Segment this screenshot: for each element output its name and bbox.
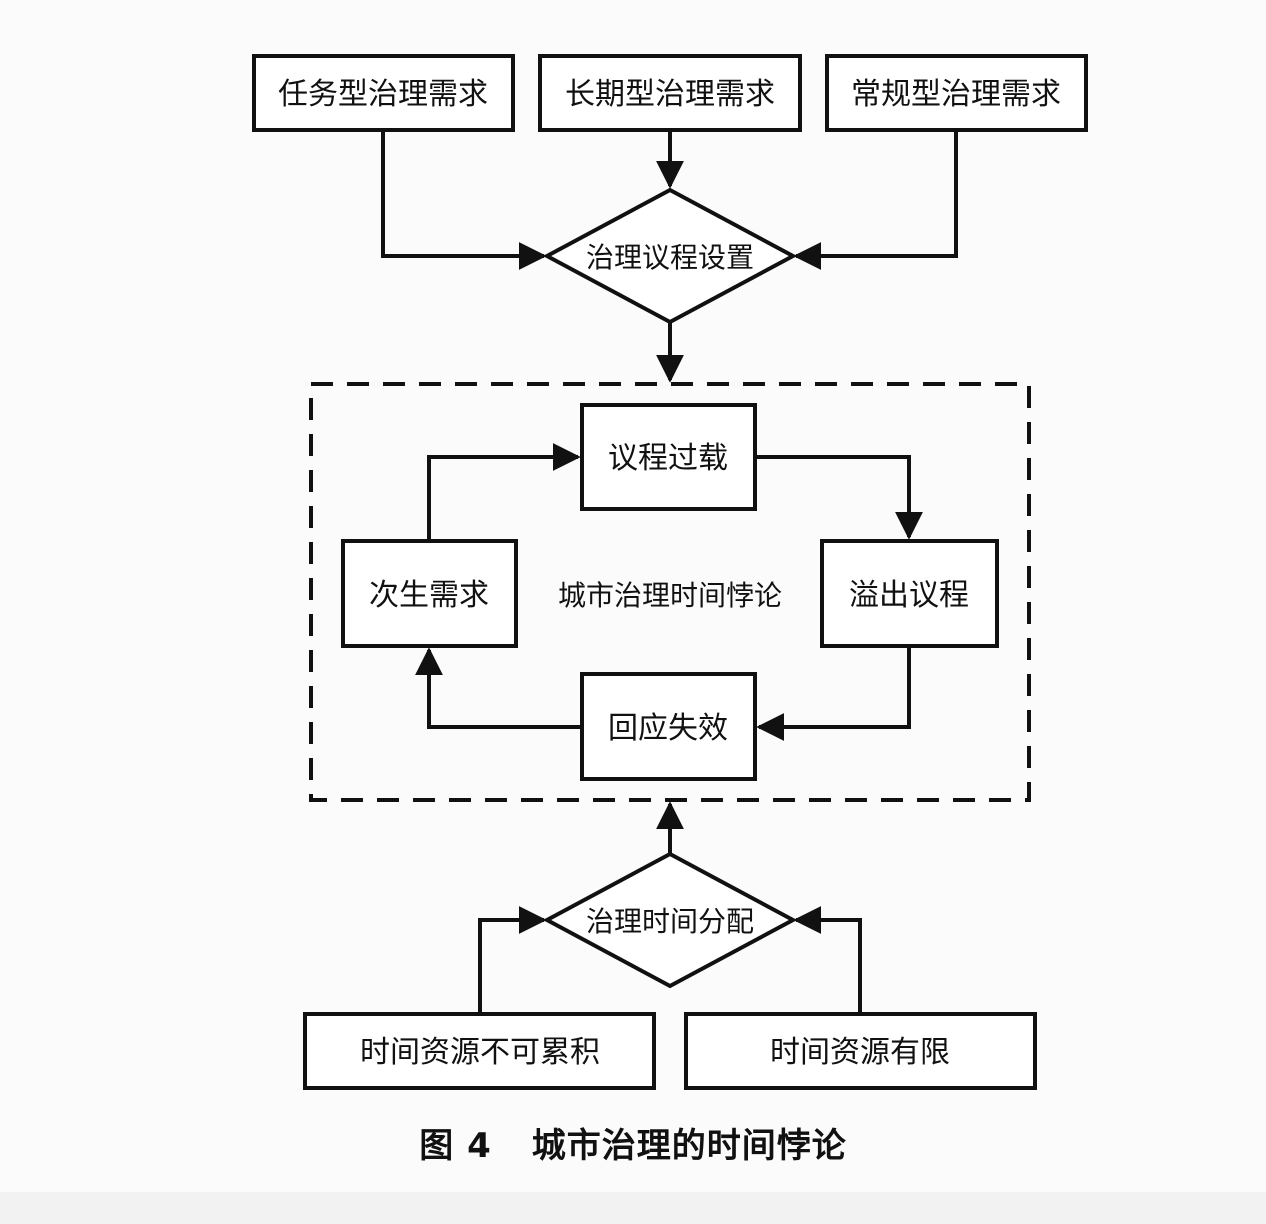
cycle-box-secondary-demand	[341, 539, 518, 648]
connector-secondary-to-overload	[427, 443, 581, 541]
cycle-label-response-failure: 回应失效	[608, 711, 728, 746]
connector-routine-to-agenda	[793, 130, 958, 270]
agenda-setting-label: 治理议程设置	[586, 241, 754, 274]
figure-caption: 图 4 城市治理的时间悖论	[0, 1118, 1266, 1167]
connector-spillover-to-failure	[756, 646, 911, 741]
connector-limited-to-allocation	[793, 906, 862, 1014]
connector-overload-to-spillover	[755, 455, 923, 540]
figure-title: 城市治理的时间悖论	[531, 1126, 847, 1166]
cycle-label-spillover: 溢出议程	[849, 578, 969, 613]
cycle-center-label: 城市治理时间悖论	[558, 579, 782, 612]
connector-failure-to-secondary	[415, 647, 582, 729]
resource-label-non-accumulable: 时间资源不可累积	[360, 1035, 600, 1070]
cycle-label-secondary-demand: 次生需求	[369, 578, 489, 613]
connector-nonaccumulable-to-allocation	[478, 906, 547, 1014]
demand-label-long-term: 长期型治理需求	[565, 77, 775, 112]
demand-label-routine: 常规型治理需求	[851, 77, 1061, 112]
demand-label-task: 任务型治理需求	[278, 77, 488, 112]
cycle-label-overload: 议程过载	[608, 441, 728, 476]
resource-box-non-accumulable	[303, 1012, 656, 1090]
cycle-box-spillover	[820, 539, 999, 648]
page-bottom-strip	[0, 1192, 1266, 1224]
demand-box-task	[252, 54, 515, 132]
time-allocation-label: 治理时间分配	[586, 905, 754, 938]
paradox-boundary	[309, 382, 1031, 802]
resource-label-limited: 时间资源有限	[770, 1035, 950, 1070]
figure-number: 图 4	[419, 1126, 492, 1166]
time-allocation-diamond	[542, 851, 798, 989]
resource-box-limited	[684, 1012, 1037, 1090]
connector-task-to-agenda	[381, 130, 547, 270]
